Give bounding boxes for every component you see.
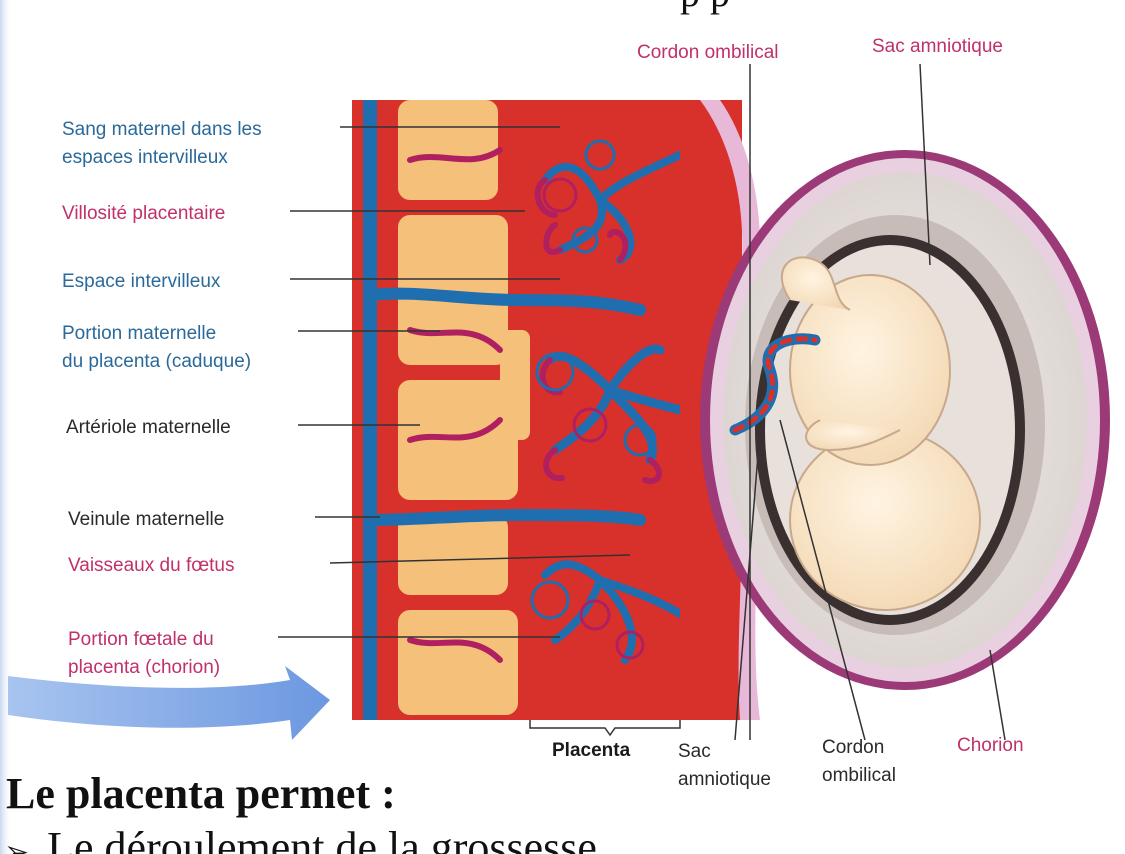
label-vaisseaux-line1: Vaisseaux du fœtus	[68, 555, 235, 576]
slide-side-band	[0, 0, 12, 854]
label-chorion: Chorion	[957, 735, 1024, 756]
label-portion-mat-line2: du placenta (caduque)	[62, 351, 251, 372]
label-portion-mat-line1: Portion maternelle	[62, 323, 216, 344]
label-villosite-line1: Villosité placentaire	[62, 203, 225, 224]
label-sang-line1: Sang maternel dans les	[62, 119, 262, 140]
left-labels: Sang maternel dans les espaces interville…	[62, 119, 262, 678]
label-placenta: Placenta	[552, 740, 631, 761]
label-sac-amniotique-top: Sac amniotique	[872, 36, 1003, 57]
bullet-arrow-icon: ➢	[4, 836, 29, 854]
label-cordon-line1: Cordon	[822, 737, 884, 758]
label-sac-line2: amniotique	[678, 769, 771, 790]
label-portion-foet-line2: placenta (chorion)	[68, 657, 220, 678]
label-veinule-line1: Veinule maternelle	[68, 509, 224, 530]
label-sac-line1: Sac	[678, 741, 711, 762]
label-cordon-line2: ombilical	[822, 765, 896, 786]
label-sang-line2: espaces intervilleux	[62, 147, 228, 168]
label-cordon-ombilical-top: Cordon ombilical	[637, 42, 779, 63]
slide-heading: Le placenta permet :	[6, 768, 396, 819]
placenta-bracket	[530, 720, 680, 735]
label-arteriole-line1: Artériole maternelle	[66, 417, 231, 438]
bullet-item: ➢ Le déroulement de la grossesse	[4, 826, 597, 854]
label-portion-foet-line1: Portion fœtale du	[68, 629, 214, 650]
bullet-text: Le déroulement de la grossesse	[47, 826, 597, 854]
label-espace-line1: Espace intervilleux	[62, 271, 221, 292]
cropped-header-text: p p	[680, 0, 730, 15]
